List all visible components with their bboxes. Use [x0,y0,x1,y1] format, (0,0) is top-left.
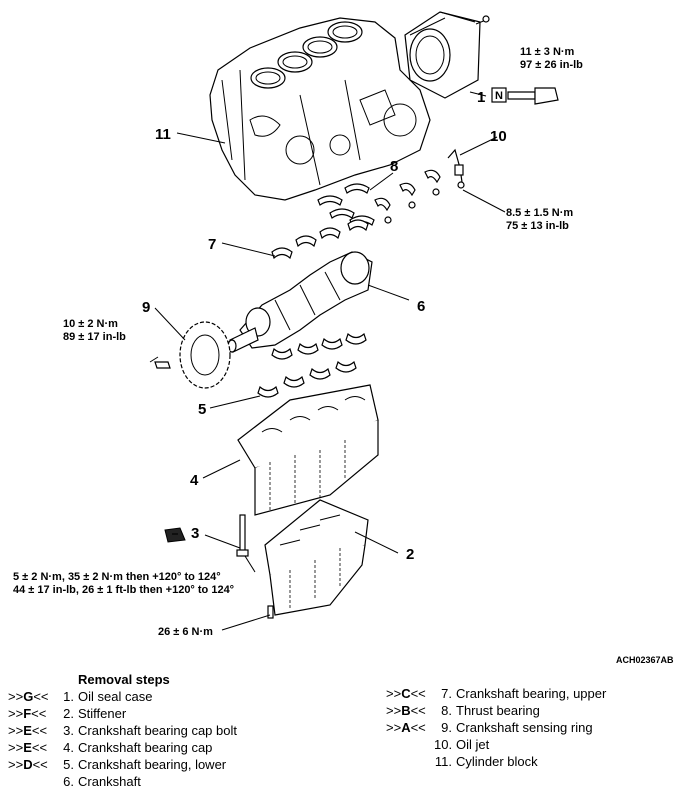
callout-5: 5 [198,401,206,418]
torque-sensing-ring-metric: 10 ± 2 N·m [63,318,118,330]
service-mark: >>B<< [386,703,426,718]
callout-11: 11 [155,126,171,143]
step-text: Crankshaft [78,774,141,789]
lower-bearing-shells [257,332,367,398]
step-text: Crankshaft bearing, lower [78,757,227,772]
torque-cap-bolt-imperial: 44 ± 17 in-lb, 26 ± 1 ft-lb then +120° t… [13,584,234,596]
torque-oil-jet-imperial: 75 ± 13 in-lb [506,220,569,232]
sealant-symbol-icon: N [491,87,559,105]
step-text: Oil jet [456,737,490,752]
step-row: >>A<< 9. Crankshaft sensing ring [386,719,606,736]
step-text: Crankshaft bearing cap bolt [78,723,237,738]
step-row: 6. Crankshaft [8,773,237,790]
service-mark: >>G<< [8,689,49,704]
step-text: Cylinder block [456,754,538,769]
step-text: Crankshaft bearing, upper [456,686,607,701]
callout-3: 3 [191,525,199,542]
thrust-bearings [317,183,375,226]
step-text: Crankshaft sensing ring [456,720,593,735]
step-text: Stiffener [78,706,127,721]
service-mark: >>C<< [386,686,426,701]
torque-cap-bolt-metric: 5 ± 2 N·m, 35 ± 2 N·m then +120° to 124° [13,571,221,583]
leader-lines [149,91,506,631]
step-row: >>E<< 4. Crankshaft bearing cap [8,739,237,756]
exploded-view-diagram: N [13,11,674,665]
removal-steps-right-column: >>C<< 7. Crankshaft bearing, upper >>B<< 8.… [386,685,606,770]
step-text: Thrust bearing [456,703,540,718]
callout-1: 1 [477,89,485,106]
step-number: 9. [441,720,452,735]
bearing-cap-bolt [236,514,249,557]
step-number: 10. [434,737,453,752]
callout-2: 2 [406,546,414,563]
step-row: >>B<< 8. Thrust bearing [386,702,606,719]
service-mark: >>E<< [8,740,48,755]
step-number: 6. [63,774,74,789]
oil-seal-case [404,11,490,99]
service-mark: >>F<< [8,706,47,721]
upper-bearing-shells-with-jets [374,169,441,224]
step-row: >>G<< 1. Oil seal case [8,688,237,705]
step-number: 2. [63,706,74,721]
step-number: 11. [434,754,452,769]
callout-9: 9 [142,299,150,316]
step-row: 10.Oil jet [386,736,606,753]
torque-oil-seal-case-metric: 11 ± 3 N·m [520,46,575,58]
torque-sensing-ring-imperial: 89 ± 17 in-lb [63,331,126,343]
step-number: 7. [441,686,452,701]
oil-jet [447,148,465,189]
torque-oil-jet-metric: 8.5 ± 1.5 N·m [506,207,573,219]
svg-text:N: N [495,90,503,102]
step-number: 5. [63,757,74,772]
callout-4: 4 [190,472,199,489]
step-number: 3. [63,723,74,738]
step-row: >>F<< 2. Stiffener [8,705,237,722]
service-mark: >>E<< [8,723,48,738]
step-row: >>E<< 3. Crankshaft bearing cap bolt [8,722,237,739]
step-row: >>D<< 5. Crankshaft bearing, lower [8,756,237,773]
stiffener [264,499,369,619]
removal-steps: Removal steps >>G<< 1. Oil seal case >>F<<… [0,668,687,794]
figure-id: ACH02367AB [616,655,674,665]
upper-bearing-shells [271,219,369,260]
callout-7: 7 [208,236,216,253]
step-number: 8. [441,703,452,718]
callout-6: 6 [417,298,425,315]
step-text: Oil seal case [78,689,153,704]
crankshaft-sensing-ring [154,321,231,389]
removal-steps-title: Removal steps [78,672,170,687]
service-mark: >>A<< [386,720,426,735]
step-row: >>C<< 7. Crankshaft bearing, upper [386,685,606,702]
crankshaft-bearing-cap [237,384,379,516]
service-mark: >>D<< [8,757,48,772]
removal-steps-left-column: >>G<< 1. Oil seal case >>F<< 2. Stiffener >>… [8,688,237,790]
step-number: 4. [63,740,74,755]
torque-stiffener-bolt: 26 ± 6 N·m [158,626,213,638]
step-number: 1. [63,689,74,704]
callout-10: 10 [490,128,507,145]
callout-8: 8 [390,158,398,175]
step-row: 11. Cylinder block [386,753,606,770]
step-text: Crankshaft bearing cap [78,740,213,755]
oil-applicator-icon [164,527,186,543]
cylinder-block [209,17,431,201]
torque-oil-seal-case-imperial: 97 ± 26 in-lb [520,59,583,71]
